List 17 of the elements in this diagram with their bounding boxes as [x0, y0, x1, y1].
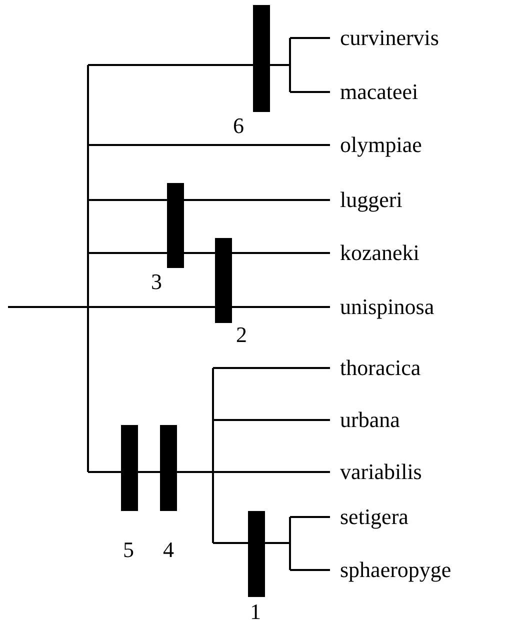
taxon-name: olympiae	[340, 133, 422, 157]
taxon-name: luggeri	[340, 188, 402, 212]
character-number: 4	[163, 538, 174, 562]
character-number: 1	[250, 600, 261, 624]
character-number: 5	[123, 538, 134, 562]
taxon-name: kozaneki	[340, 241, 420, 265]
taxon-name: thoracica	[340, 356, 421, 380]
taxon-name: macateei	[340, 80, 418, 104]
taxon-name: unispinosa	[340, 295, 434, 319]
character-number: 6	[233, 114, 244, 138]
character-number: 3	[151, 270, 162, 294]
taxon-name: setigera	[340, 505, 408, 529]
taxon-name: sphaeropyge	[340, 558, 452, 582]
taxon-name: curvinervis	[340, 26, 439, 50]
taxon-name: urbana	[340, 408, 400, 432]
character-number: 2	[236, 323, 247, 347]
taxon-name: variabilis	[340, 460, 422, 484]
